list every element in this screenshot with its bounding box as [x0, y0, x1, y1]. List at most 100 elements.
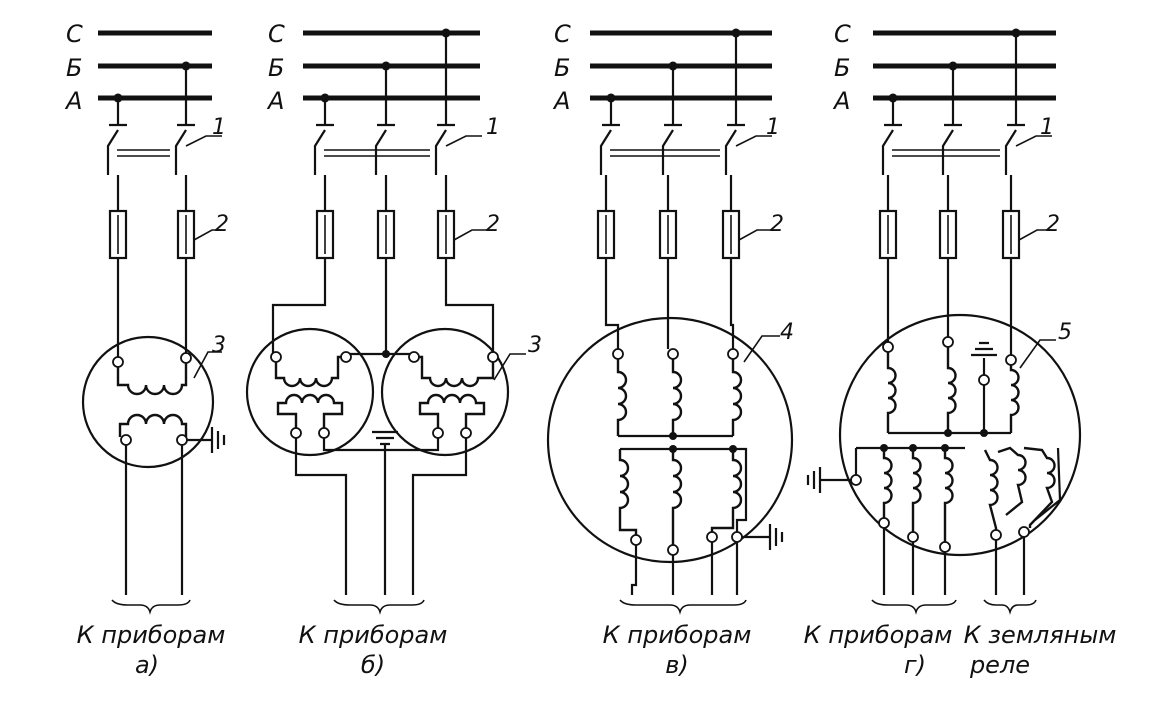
terminal [318, 427, 330, 439]
wire [323, 175, 448, 211]
terminal [432, 427, 444, 439]
junction-node [944, 429, 952, 437]
primary-winding [1009, 365, 1020, 433]
phase-label-a: А [832, 87, 850, 115]
secondary-winding [911, 448, 922, 532]
transformer-tank [838, 313, 1082, 557]
primary-winding [886, 352, 897, 433]
phase-label-b: Б [66, 54, 82, 82]
diagram-g: С Б А 1 2 5 [804, 20, 1117, 679]
terminal [176, 434, 188, 446]
disconnector-blades [106, 129, 187, 175]
output-wire [630, 542, 739, 595]
caption-text: К приборам [299, 621, 448, 649]
delta-winding [1023, 446, 1056, 528]
terminal [907, 531, 919, 543]
callout-leader [1018, 229, 1052, 241]
terminal [667, 544, 679, 556]
delta-link [1034, 447, 1062, 521]
primary-winding [671, 359, 683, 436]
disconnector-contacts [602, 33, 745, 127]
phase-label-c: С [66, 20, 83, 48]
output-wire [124, 445, 184, 595]
callout-2: 2 [215, 212, 229, 237]
phase-label-a: А [64, 87, 82, 115]
callout-leader [743, 335, 780, 363]
secondary-winding [618, 449, 638, 535]
output-brace [333, 599, 425, 615]
primary-winding [419, 355, 495, 388]
relay-wire [994, 537, 1026, 595]
callout-leader [738, 229, 772, 241]
terminal [120, 434, 132, 446]
neutral-bus [620, 447, 748, 470]
primary-winding [946, 347, 957, 433]
transformer-tank [81, 335, 215, 469]
terminal [667, 348, 679, 360]
terminal [850, 474, 862, 486]
primary-winding [274, 355, 341, 388]
terminal [990, 529, 1002, 541]
wire [116, 175, 188, 211]
transformer-tank [546, 316, 794, 564]
terminal [460, 427, 472, 439]
caption-letter: а) [135, 651, 159, 679]
callout-3: 3 [212, 333, 226, 358]
terminal [487, 351, 499, 363]
terminal [882, 341, 894, 353]
wire [116, 258, 188, 358]
transformer-tank [245, 327, 375, 457]
secondary-winding [882, 448, 893, 518]
disconnector-contacts [884, 33, 1025, 127]
terminal [180, 352, 192, 364]
terminal [408, 351, 420, 363]
terminal [270, 351, 282, 363]
primary-winding [616, 359, 628, 436]
callout-4: 4 [780, 320, 794, 345]
terminal [290, 427, 302, 439]
wire [735, 470, 748, 532]
callout-2: 2 [1046, 212, 1060, 237]
callout-leader [453, 229, 488, 241]
phase-label-a: А [552, 87, 570, 115]
terminal [878, 517, 890, 529]
secondary-winding [418, 393, 486, 428]
primary-winding [116, 363, 188, 396]
diagram-v: С Б А 1 2 4 [546, 20, 794, 679]
caption-letter: г) [904, 651, 926, 679]
secondary-winding [118, 413, 188, 437]
callout-leader [735, 135, 772, 147]
phase-label-c: С [268, 20, 285, 48]
callout-5: 5 [1058, 320, 1072, 345]
phase-label-b: Б [834, 54, 850, 82]
terminal [612, 348, 624, 360]
callout-1: 1 [212, 115, 226, 140]
phase-label-a: А [266, 87, 284, 115]
terminal [939, 541, 951, 553]
disconnector-linkage [892, 149, 1000, 157]
callout-leader [193, 351, 222, 379]
wire [604, 258, 735, 349]
wire [886, 258, 1013, 355]
callout-3: 3 [528, 333, 542, 358]
output-brace [871, 599, 957, 615]
relay-brace [983, 599, 1037, 615]
wire [886, 175, 1013, 211]
secondary-winding [276, 393, 344, 428]
junction-node [669, 432, 677, 440]
output-wire [882, 528, 947, 595]
diagram-b: С Б А 1 2 3 [245, 20, 542, 679]
output-brace [111, 599, 191, 615]
ground-icon [768, 524, 784, 550]
terminal [340, 351, 352, 363]
secondary-winding [943, 448, 954, 542]
disconnector-linkage [324, 149, 430, 157]
ground-icon [372, 430, 398, 446]
secondary-winding [671, 449, 683, 545]
terminal [942, 336, 954, 348]
callout-leader [185, 135, 222, 147]
caption-relay-text: К земляным [964, 621, 1117, 649]
secondary-winding [710, 449, 743, 532]
disconnector-blades [881, 129, 1017, 175]
